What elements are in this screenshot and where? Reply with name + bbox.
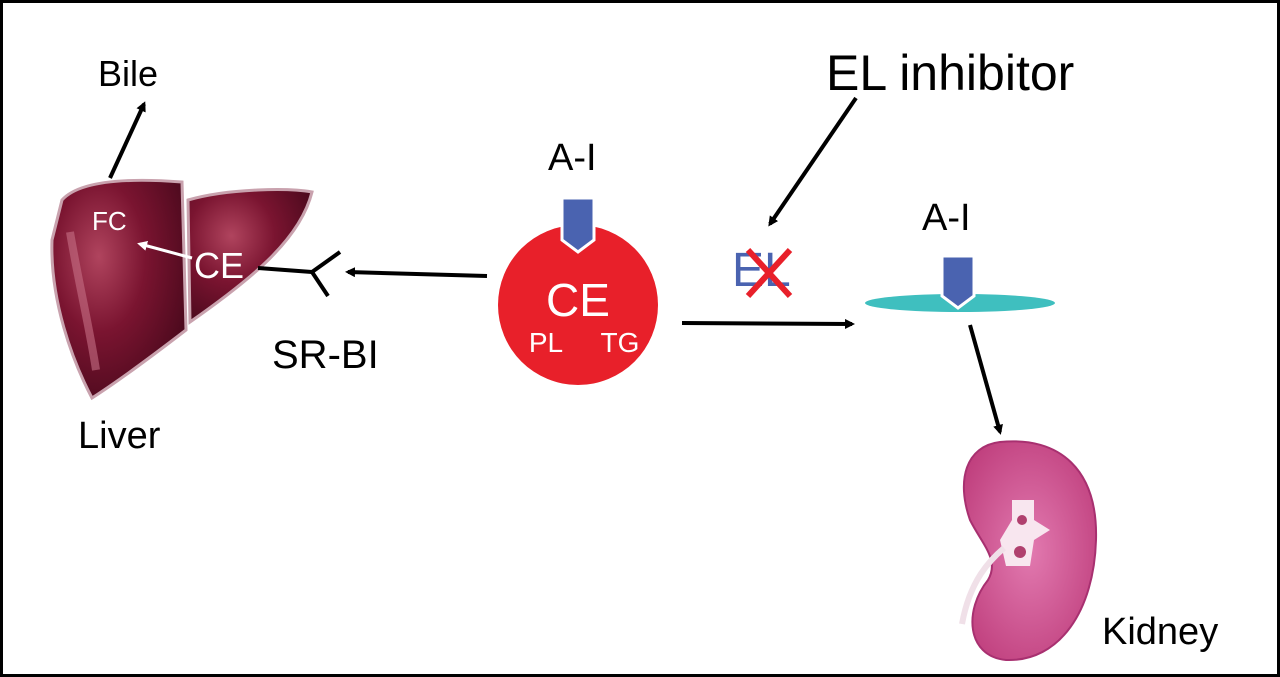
- inhibitor-arrow: [768, 96, 858, 227]
- hdl-particle: [498, 196, 658, 385]
- small-hdl-to-kidney-arrow: [968, 324, 1003, 435]
- sr-bi-label: SR-BI: [272, 333, 379, 377]
- hdl-apoa1-label: A-I: [548, 137, 597, 179]
- el-blocked-cross-icon: [745, 247, 793, 299]
- bile-arrow: [108, 101, 146, 179]
- bile-label: Bile: [98, 53, 158, 94]
- fc-label: FC: [92, 206, 127, 236]
- apoa1-icon: [560, 196, 596, 254]
- ce-to-fc-arrow: [137, 240, 193, 260]
- liver-ce-label: CE: [194, 245, 244, 286]
- small-hdl-apoa1-icon: [940, 254, 976, 310]
- hdl-ce-label: CE: [546, 274, 610, 326]
- liver-illustration: [50, 178, 314, 401]
- hdl-tg-label: TG: [601, 327, 640, 358]
- small-hdl-particle: [865, 254, 1055, 312]
- hdl-pl-label: PL: [529, 327, 563, 358]
- kidney-illustration: [959, 440, 1098, 662]
- liver-label: Liver: [78, 415, 161, 457]
- hdl-to-srbi-arrow: [345, 267, 488, 278]
- kidney-label: Kidney: [1102, 611, 1218, 653]
- el-inhibitor-label: EL inhibitor: [826, 45, 1074, 101]
- hdl-to-small-hdl-arrow: [681, 318, 855, 329]
- small-hdl-apoa1-label: A-I: [922, 197, 971, 239]
- sr-bi-receptor-icon: [257, 250, 342, 298]
